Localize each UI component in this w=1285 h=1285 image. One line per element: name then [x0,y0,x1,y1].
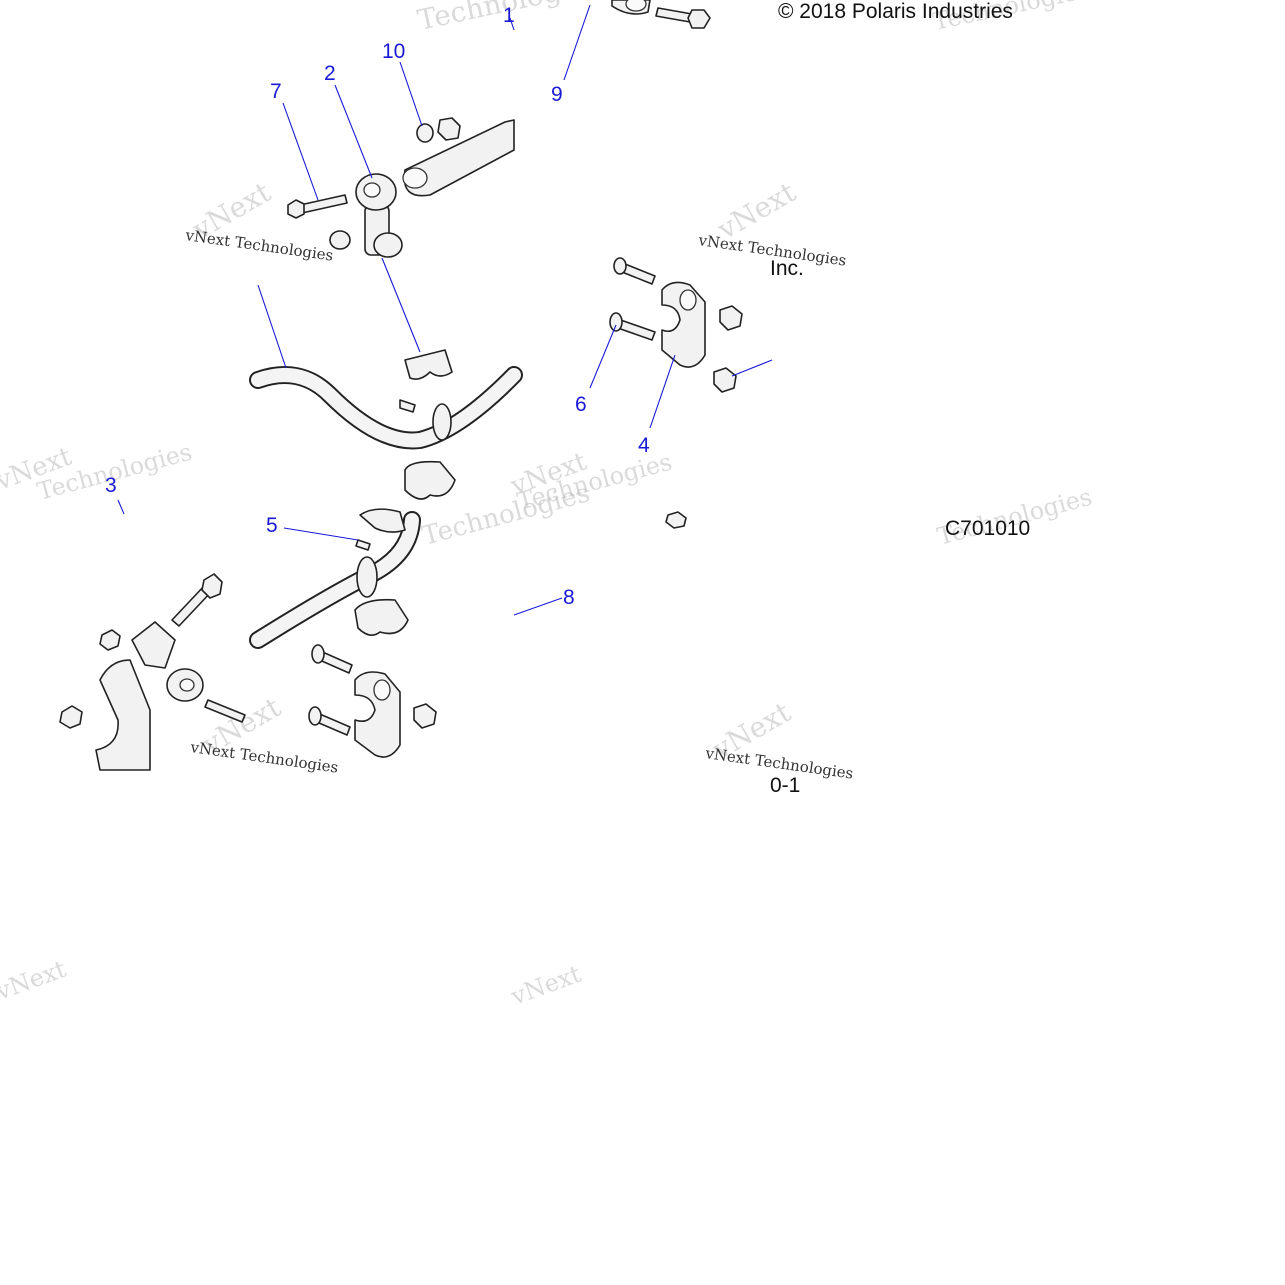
link-bushing [179,678,195,692]
link-bushing [363,182,381,198]
leader-line [563,4,591,81]
bolt-head [613,257,627,275]
nut [719,305,743,331]
bolt-head [609,312,623,332]
bushing [404,349,453,380]
leader-line [282,102,319,201]
leader-line [731,359,773,377]
bolt-head [311,644,325,664]
nut [665,511,687,529]
callout-2: 2 [324,62,336,85]
watermark-caption: vNext Technologies [183,226,334,265]
arm-eye [402,167,428,189]
leader-line [283,527,359,541]
grease-fitting [355,539,371,551]
leader-line [399,61,423,127]
watermark-text: vNext [507,960,585,1011]
bushing [359,508,406,533]
nut [437,117,461,141]
leader-line [257,284,287,369]
callout-8: 8 [563,586,575,609]
watermark-caption: vNext Technologies [188,738,339,777]
leader-line [334,84,373,179]
stabilizer-link [131,621,176,669]
nut [413,703,437,729]
bar-collar [432,403,452,441]
callout-9: 9 [551,83,563,106]
bolt [299,194,348,214]
drawing-code: C701010 [945,517,1030,540]
leader-line [513,597,563,616]
washer [416,123,434,143]
callout-10: 10 [382,40,405,63]
nut [59,705,83,729]
link-lower-end [373,232,403,258]
nut [99,629,121,651]
leader-line [649,354,676,429]
callout-6: 6 [575,393,587,416]
callout-4: 4 [638,434,650,457]
nut [713,367,737,393]
copyright-fragment: Inc. [770,257,804,280]
clamp-hole [373,679,391,701]
leader-line [381,257,421,353]
nut [329,230,351,250]
bolt [655,7,693,23]
leader-line [117,499,125,515]
tile-lower-bar [249,508,563,758]
tile-lower-link [59,499,246,771]
callout-7: 7 [270,80,282,103]
copyright-text: © 2018 Polaris Industries [778,0,1013,23]
grease-fitting [399,399,416,413]
callout-5: 5 [266,514,278,537]
callout-3: 3 [105,474,117,497]
stabilizer-arm [95,659,151,771]
drawing-code-fragment: 0-1 [770,774,800,797]
link-bushing [625,0,647,12]
bushing [404,460,456,500]
leader-line [509,17,515,31]
bolt-head [287,199,305,219]
callout-group: 1 2 3 4 5 6 7 8 9 10 [105,4,650,609]
tile-top-right [563,0,711,81]
bolt-head [201,573,223,599]
bushing [354,598,409,636]
tile-stabilizer-bar [249,257,523,500]
tile-clamp [589,257,773,529]
watermark-text: Technologies [514,448,675,516]
watermark-text: vNext [0,955,70,1006]
watermark-group: Technologies Technologies vNext vNext vN… [0,0,1095,1011]
bolt-head [687,9,711,29]
leader-line [589,324,617,389]
tile-upper-link [282,17,515,258]
bolt [204,699,246,723]
bar-collar [356,556,378,598]
clamp-hole [679,289,697,311]
bolt-head [308,706,322,726]
callout-1: 1 [503,4,515,27]
